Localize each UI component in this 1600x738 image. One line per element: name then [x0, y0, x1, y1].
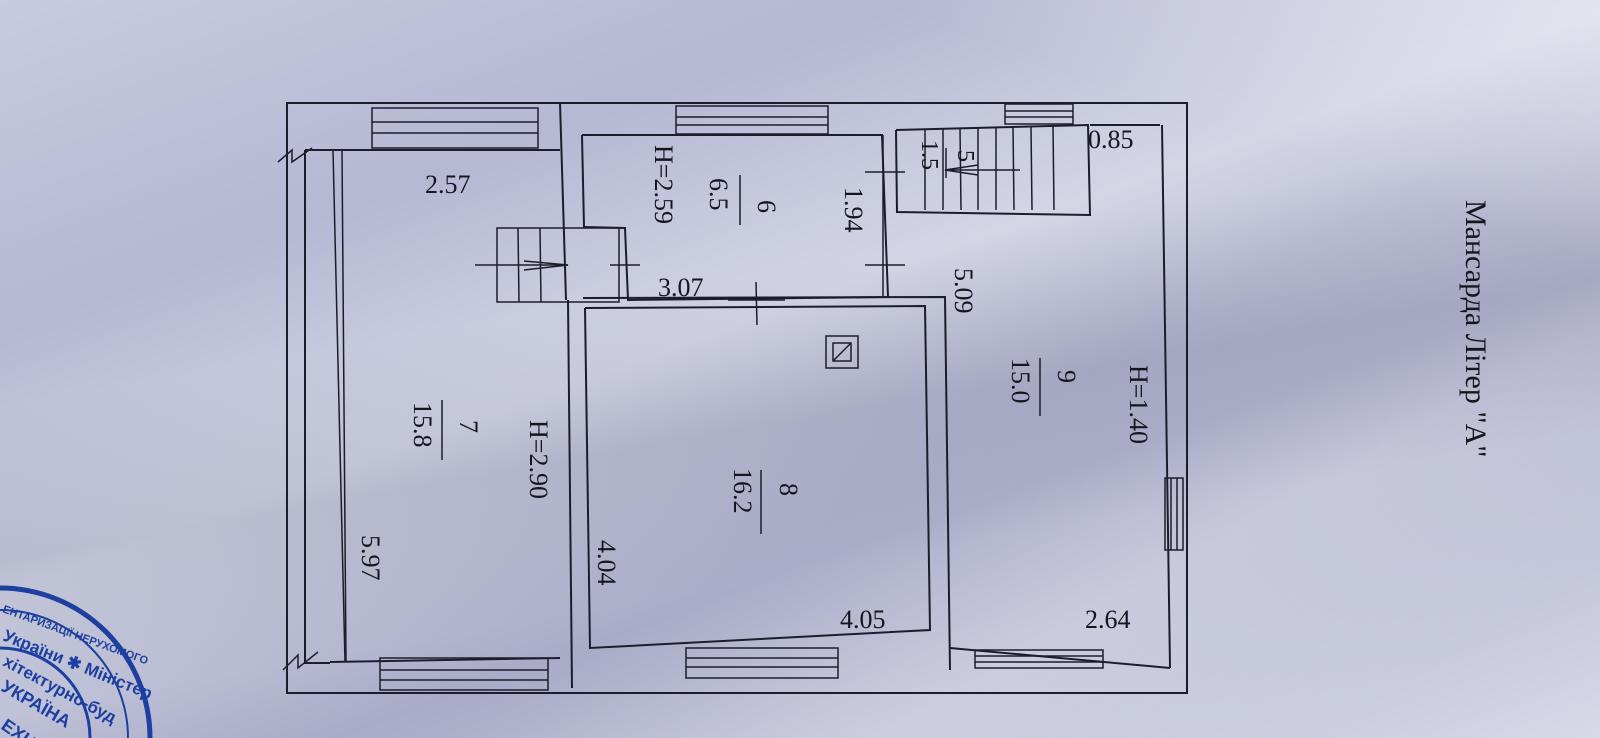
room-9-area: 15.0 [1006, 358, 1035, 404]
stamp-inner-text-2: ЕХНІ [0, 715, 44, 738]
room-9-number: 9 [1052, 370, 1081, 383]
room-6-number: 6 [752, 200, 781, 213]
room-6-walls [581, 134, 890, 302]
stair-small [475, 227, 640, 303]
dim-2-64: 2.64 [1085, 605, 1131, 634]
window-bottom-left [379, 657, 549, 691]
window-right [1164, 477, 1184, 551]
room-8-area: 16.2 [728, 468, 757, 514]
door-mark [728, 281, 785, 326]
labels: 2.57 0.85 3.07 4.05 2.64 H=2.59 1.94 5.0… [356, 125, 1492, 634]
room-6-height: H=2.59 [649, 145, 678, 224]
outer-wall [286, 102, 1188, 694]
window-top-right [1004, 103, 1074, 125]
room-7-area: 15.8 [408, 402, 437, 448]
dim-4-05: 4.05 [840, 605, 886, 634]
dim-2-57: 2.57 [425, 170, 471, 199]
dim-1-94: 1.94 [839, 187, 868, 233]
room-5-area: 1.5 [916, 140, 942, 170]
room-7-walls [332, 102, 573, 689]
dim-3-07: 3.07 [658, 273, 704, 302]
dim-0-85: 0.85 [1088, 125, 1134, 154]
room-9-height: H=1.40 [1124, 365, 1153, 444]
room-8-walls [582, 295, 951, 671]
dim-5-09: 5.09 [949, 268, 978, 314]
window-top-middle [675, 105, 829, 135]
window-top-left [371, 107, 539, 149]
room-8-number: 8 [774, 483, 803, 496]
plan-title: Мансарда Літер "А" [1459, 200, 1492, 458]
room-6-area: 6.5 [704, 178, 733, 211]
room-5-number: 5 [952, 150, 978, 162]
break-line-top [277, 147, 313, 164]
window-bottom-middle [685, 647, 839, 679]
break-line-bottom [282, 651, 319, 671]
window-bottom-right [974, 649, 1104, 669]
dim-5-97: 5.97 [356, 535, 385, 581]
stair-room-5 [865, 123, 1092, 297]
official-stamp: ЕНТАРИЗАЦІЇ НЕРУХОМОГО України ✱ Міністе… [0, 585, 155, 738]
room-7-number: 7 [454, 420, 483, 433]
room-7-height: H=2.90 [524, 420, 553, 499]
dim-4-04: 4.04 [592, 540, 621, 586]
